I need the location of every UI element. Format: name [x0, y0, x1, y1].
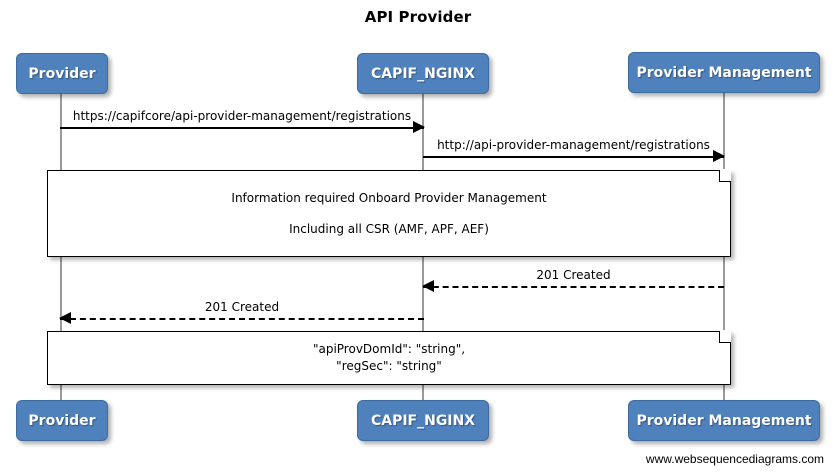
actor-label-capif-nginx-bottom: CAPIF_NGINX: [370, 412, 476, 429]
arrowhead-left-icon: [59, 312, 71, 324]
arrowhead-right-icon: [413, 121, 425, 133]
arrowhead-right-icon: [713, 150, 725, 162]
message-2-label: http://api-provider-management/registrat…: [437, 138, 710, 152]
message-3-line: [423, 286, 724, 288]
arrowhead-left-icon: [422, 280, 434, 292]
diagram-title: API Provider: [364, 8, 472, 26]
watermark: www.websequencediagrams.com: [645, 452, 824, 466]
message-2-line: [423, 156, 724, 158]
note-fold-corner-icon: [719, 330, 731, 343]
note-response-payload: "apiProvDomId": "string", "regSec": "str…: [47, 330, 731, 385]
actor-label-provider-management-bottom: Provider Management: [636, 412, 812, 429]
message-1-line: [60, 127, 424, 129]
note-fold-corner-icon: [719, 169, 731, 182]
note-1-line-2: Including all CSR (AMF, APF, AEF): [289, 221, 489, 236]
message-1-label: https://capifcore/api-provider-managemen…: [72, 109, 412, 123]
actor-label-provider-top: Provider: [28, 65, 96, 82]
note-information-required: Information required Onboard Provider Ma…: [47, 169, 731, 257]
actor-box-provider-bottom[interactable]: Provider: [16, 400, 108, 441]
message-4-label: 201 Created: [204, 300, 280, 314]
actor-label-provider-bottom: Provider: [28, 412, 96, 429]
note-2-line-1: "apiProvDomId": "string",: [312, 342, 466, 356]
actor-box-capif-nginx-top[interactable]: CAPIF_NGINX: [357, 53, 489, 94]
actor-box-capif-nginx-bottom[interactable]: CAPIF_NGINX: [357, 400, 489, 441]
actor-label-capif-nginx-top: CAPIF_NGINX: [370, 65, 476, 82]
actor-box-provider-top[interactable]: Provider: [16, 53, 108, 94]
message-3-label: 201 Created: [536, 268, 611, 282]
message-4-line: [60, 318, 424, 320]
actor-box-provider-management-top[interactable]: Provider Management: [628, 52, 820, 93]
actor-label-provider-management-top: Provider Management: [636, 64, 812, 81]
note-1-line-1: Information required Onboard Provider Ma…: [231, 190, 547, 205]
note-2-line-2: "regSec": "string": [336, 359, 442, 373]
actor-box-provider-management-bottom[interactable]: Provider Management: [628, 400, 820, 441]
